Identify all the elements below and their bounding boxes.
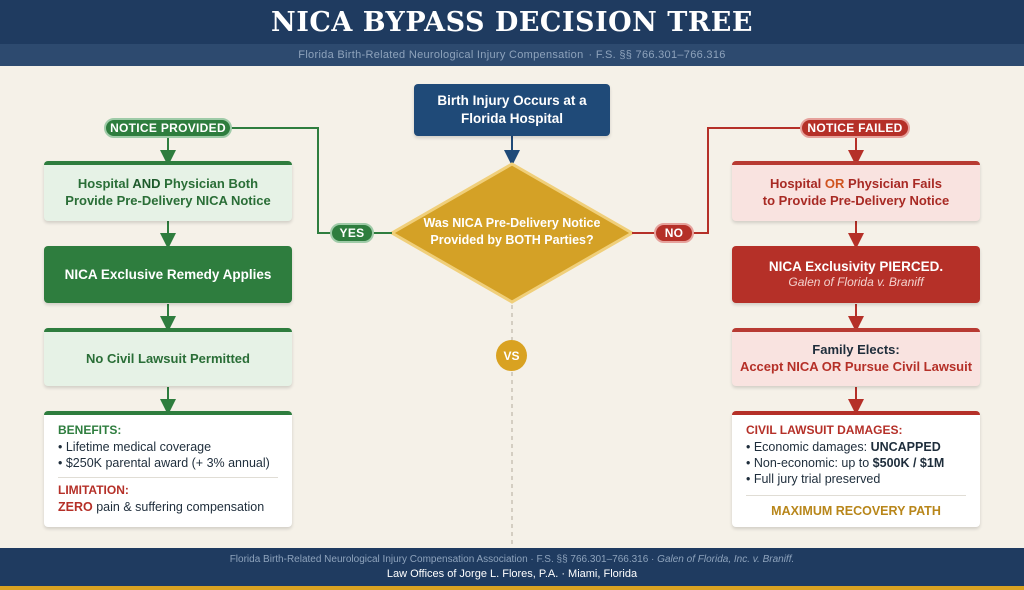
right-box1-or: OR xyxy=(824,176,845,192)
footer: Florida Birth-Related Neurological Injur… xyxy=(0,548,1024,590)
decision-diamond xyxy=(388,162,636,304)
footer-case-name: Galen of Florida, Inc. v. Braniff. xyxy=(657,554,795,565)
footer-citation: Florida Birth-Related Neurological Injur… xyxy=(230,554,795,565)
right-box1-line2: to Provide Pre-Delivery Notice xyxy=(762,193,950,208)
damages-card: CIVIL LAWSUIT DAMAGES: • Economic damage… xyxy=(732,411,980,527)
left-box1-and: AND xyxy=(132,176,161,192)
right-box2-case: Galen of Florida v. Braniff xyxy=(788,275,924,290)
damage-item-text: • Economic damages: xyxy=(746,439,871,454)
damages-title: CIVIL LAWSUIT DAMAGES: xyxy=(746,423,903,437)
damage-item-text: • Full jury trial preserved xyxy=(746,472,881,487)
start-line1: Birth Injury Occurs at a xyxy=(437,93,587,109)
footer-firm: Law Offices of Jorge L. Flores, P.A. · M… xyxy=(386,568,638,580)
damage-item: • Full jury trial preserved xyxy=(746,471,966,487)
subtitle-banner: Florida Birth-Related Neurological Injur… xyxy=(0,44,1024,66)
benefits-card: BENEFITS: • Lifetime medical coverage • … xyxy=(44,411,292,527)
damage-item-bold: UNCAPPED xyxy=(870,439,941,454)
right-box2-title: NICA Exclusivity PIERCED. xyxy=(768,258,944,274)
left-box2-text: NICA Exclusive Remedy Applies xyxy=(64,266,272,282)
limitation-text: ZERO pain & suffering compensation xyxy=(58,499,278,515)
no-label: NO xyxy=(654,223,694,243)
right-step-exclusivity-pierced: NICA Exclusivity PIERCED. Galen of Flori… xyxy=(732,246,980,303)
left-step-exclusive-remedy: NICA Exclusive Remedy Applies xyxy=(44,246,292,303)
decision-line2: Provided by BOTH Parties? xyxy=(430,233,594,247)
maximum-recovery-label: MAXIMUM RECOVERY PATH xyxy=(771,504,941,519)
notice-failed-label: NOTICE FAILED xyxy=(800,118,910,138)
left-box1-suffix: Physician Both xyxy=(164,176,259,192)
right-box1-suffix: Physician Fails xyxy=(848,176,942,192)
right-box1-prefix: Hospital xyxy=(770,176,822,192)
benefits-title: BENEFITS: xyxy=(58,423,122,437)
limitation-zero: ZERO xyxy=(58,499,93,514)
left-step-notice-provided: Hospital AND Physician Both Provide Pre-… xyxy=(44,161,292,221)
left-box3-text: No Civil Lawsuit Permitted xyxy=(86,350,250,366)
start-node: Birth Injury Occurs at a Florida Hospita… xyxy=(414,84,610,136)
right-step-notice-failed: Hospital OR Physician Fails to Provide P… xyxy=(732,161,980,221)
right-box3-line2: Accept NICA OR Pursue Civil Lawsuit xyxy=(739,359,973,374)
decision-question: Was NICA Pre-Delivery Notice Provided by… xyxy=(400,210,624,254)
right-step-family-elects: Family Elects: Accept NICA OR Pursue Civ… xyxy=(732,328,980,386)
limitation-rest: pain & suffering compensation xyxy=(96,499,265,514)
start-line2: Florida Hospital xyxy=(460,111,563,126)
left-box1-prefix: Hospital xyxy=(77,176,130,192)
page-title: NICA BYPASS DECISION TREE xyxy=(271,6,753,38)
footer-citation-text: Florida Birth-Related Neurological Injur… xyxy=(229,554,655,565)
right-box3-line1: Family Elects: xyxy=(812,342,900,358)
damage-item: • Economic damages: UNCAPPED xyxy=(746,439,966,455)
subtitle-statute: · F.S. §§ 766.301–766.316 xyxy=(588,49,726,61)
subtitle-text: Florida Birth-Related Neurological Injur… xyxy=(298,49,584,61)
notice-provided-label: NOTICE PROVIDED xyxy=(104,118,232,138)
benefit-item: • Lifetime medical coverage xyxy=(58,439,212,454)
vs-badge: VS xyxy=(496,340,527,371)
yes-label: YES xyxy=(330,223,374,243)
left-step-no-lawsuit: No Civil Lawsuit Permitted xyxy=(44,328,292,386)
limitation-title: LIMITATION: xyxy=(58,483,129,498)
title-banner: NICA BYPASS DECISION TREE xyxy=(0,0,1024,44)
damage-item: • Non-economic: up to $500K / $1M xyxy=(746,455,966,471)
damage-item-bold: $500K / $1M xyxy=(872,455,945,470)
benefit-item: • $250K parental award (+ 3% annual) xyxy=(58,455,270,470)
left-box1-line2: Provide Pre-Delivery NICA Notice xyxy=(65,193,271,208)
damage-item-text: • Non-economic: up to xyxy=(746,455,873,470)
decision-line1: Was NICA Pre-Delivery Notice xyxy=(423,216,601,231)
